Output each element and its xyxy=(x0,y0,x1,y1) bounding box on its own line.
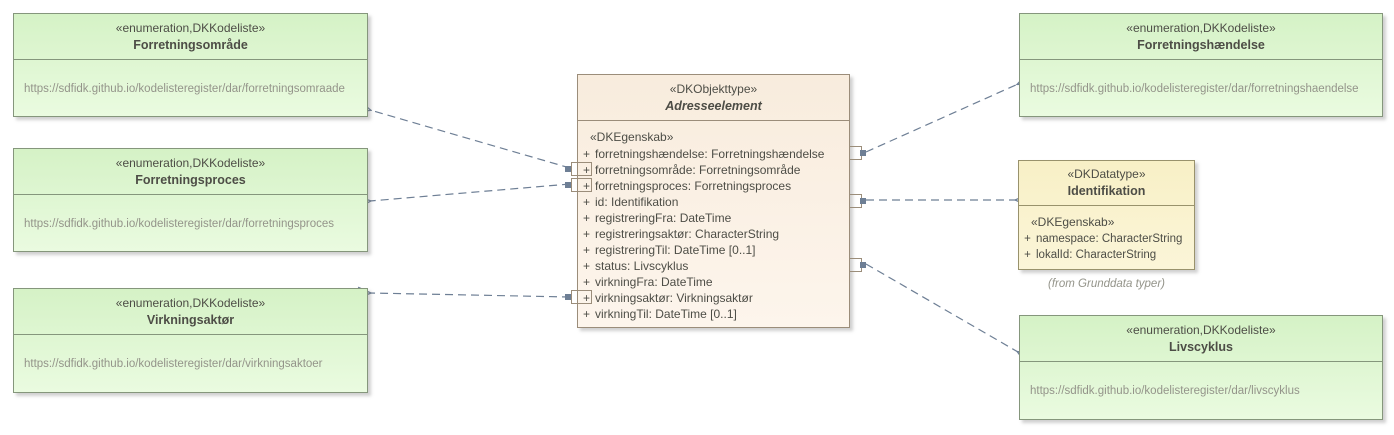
stereotype-label: «enumeration,DKKodeliste» xyxy=(115,155,266,170)
visibility-marker: + xyxy=(582,147,590,161)
attribute-row: + forretningsproces: Forretningsproces xyxy=(578,178,849,194)
class-header: «enumeration,DKKodeliste» Livscyklus xyxy=(1020,316,1382,362)
codelist-url: https://sdfidk.github.io/kodelisteregist… xyxy=(1030,384,1300,397)
class-box-adresseelement[interactable]: «DKObjekttype» Adresseelement «DKEgenska… xyxy=(577,74,850,328)
attribute-row: + registreringTil: DateTime [0..1] xyxy=(578,242,849,258)
attribute-text: forretningsområde: Forretningsområde xyxy=(595,163,801,177)
attribute-text: forretningsproces: Forretningsproces xyxy=(595,179,792,193)
visibility-marker: + xyxy=(1024,249,1031,261)
stereotype-label: «DKObjekttype» xyxy=(669,81,758,96)
dependency-forretningsproces[interactable] xyxy=(370,183,571,201)
class-box-identifikation[interactable]: «DKDatatype» Identifikation «DKEgenskab»… xyxy=(1018,160,1195,270)
dependency-virkningsaktoer[interactable] xyxy=(370,293,571,297)
attribute-text: forretningshændelse: Forretningshændelse xyxy=(595,147,825,161)
attribute-row: + registreringFra: DateTime xyxy=(578,210,849,226)
visibility-marker: + xyxy=(582,243,590,257)
attribute-link-adorn-virkningsaktoer xyxy=(565,290,593,304)
class-box-forretningsproces[interactable]: «enumeration,DKKodeliste» Forretningspro… xyxy=(13,148,368,252)
dependency-livscyklus[interactable] xyxy=(865,263,1018,352)
codelist-url: https://sdfidk.github.io/kodelisteregist… xyxy=(1030,82,1359,95)
class-box-forretningshaendelse[interactable]: «enumeration,DKKodeliste» Forretningshæn… xyxy=(1019,13,1383,117)
visibility-marker: + xyxy=(582,259,590,273)
attribute-link-adorn-livscyklus xyxy=(849,258,869,272)
stereotype-label: «enumeration,DKKodeliste» xyxy=(115,295,266,310)
stereotype-label: «DKDatatype» xyxy=(1067,167,1146,181)
attribute-text: registreringFra: DateTime xyxy=(595,211,732,225)
attribute-compartment: «DKEgenskab» + namespace: CharacterString… xyxy=(1019,206,1194,263)
attribute-row: + forretningsområde: Forretningsområde xyxy=(578,162,849,178)
attribute-row: + virkningFra: DateTime xyxy=(578,274,849,290)
attribute-text: virkningsaktør: Virkningsaktør xyxy=(595,291,753,305)
visibility-marker: + xyxy=(582,195,590,209)
attribute-text: namespace: CharacterString xyxy=(1036,233,1183,245)
visibility-marker: + xyxy=(582,179,590,193)
attribute-text: virkningFra: DateTime xyxy=(595,275,713,289)
attribute-compartment: «DKEgenskab» + forretningshændelse: Forre… xyxy=(578,121,849,322)
visibility-marker: + xyxy=(582,275,590,289)
dependency-forretningshaendelse[interactable] xyxy=(865,84,1018,153)
attribute-text: lokalId: CharacterString xyxy=(1036,249,1157,261)
codelist-url: https://sdfidk.github.io/kodelisteregist… xyxy=(24,357,323,370)
dependency-forretningsomraade[interactable] xyxy=(370,110,571,169)
class-box-virkningsaktoer[interactable]: «enumeration,DKKodeliste» Virkningsaktør… xyxy=(13,288,368,393)
class-header: «enumeration,DKKodeliste» Forretningspro… xyxy=(14,149,367,195)
package-source-note: (from Grunddata typer) xyxy=(1048,278,1165,290)
visibility-marker: + xyxy=(582,291,590,305)
visibility-marker: + xyxy=(582,227,590,241)
class-name: Forretningsproces xyxy=(135,172,246,187)
attribute-row: + lokalId: CharacterString xyxy=(1019,247,1194,263)
class-name: Adresseelement xyxy=(665,98,762,113)
class-header: «DKDatatype» Identifikation xyxy=(1019,161,1194,206)
visibility-marker: + xyxy=(582,163,590,177)
stereotype-label: «enumeration,DKKodeliste» xyxy=(115,20,266,35)
section-label: «DKEgenskab» xyxy=(1031,215,1115,229)
attribute-row: + namespace: CharacterString xyxy=(1019,231,1194,247)
class-name: Forretningsområde xyxy=(133,37,248,52)
attribute-row: + virkningsaktør: Virkningsaktør xyxy=(578,290,849,306)
stereotype-label: «enumeration,DKKodeliste» xyxy=(1126,322,1276,337)
visibility-marker: + xyxy=(1024,233,1031,245)
attribute-text: status: Livscyklus xyxy=(595,259,689,273)
attribute-text: virkningTil: DateTime [0..1] xyxy=(595,307,737,321)
attribute-row: + registreringsaktør: CharacterString xyxy=(578,226,849,242)
attribute-link-adorn-forretningsomraade xyxy=(565,162,593,176)
class-header: «enumeration,DKKodeliste» Forretningsomr… xyxy=(14,14,367,60)
visibility-marker: + xyxy=(582,211,590,225)
attribute-text: id: Identifikation xyxy=(595,195,679,209)
attribute-row: + forretningshændelse: Forretningshændels… xyxy=(578,146,849,162)
attribute-row: + virkningTil: DateTime [0..1] xyxy=(578,306,849,322)
class-name: Livscyklus xyxy=(1169,339,1233,354)
visibility-marker: + xyxy=(582,307,590,321)
class-header: «enumeration,DKKodeliste» Virkningsaktør xyxy=(14,289,367,335)
attribute-row: + id: Identifikation xyxy=(578,194,849,210)
attribute-link-adorn-identifikation xyxy=(849,194,869,208)
codelist-url: https://sdfidk.github.io/kodelisteregist… xyxy=(24,217,335,230)
class-name: Identifikation xyxy=(1067,184,1146,198)
class-name: Forretningshændelse xyxy=(1137,37,1265,52)
stereotype-label: «enumeration,DKKodeliste» xyxy=(1126,20,1276,35)
section-label: «DKEgenskab» xyxy=(590,130,674,144)
class-box-livscyklus[interactable]: «enumeration,DKKodeliste» Livscyklus htt… xyxy=(1019,315,1383,420)
attribute-link-adorn-forretningsproces xyxy=(565,178,593,192)
attribute-link-adorn-forretningshaendelse xyxy=(849,146,869,160)
attribute-text: registreringTil: DateTime [0..1] xyxy=(595,243,756,257)
codelist-url: https://sdfidk.github.io/kodelisteregist… xyxy=(24,82,345,95)
attribute-text: registreringsaktør: CharacterString xyxy=(595,227,780,241)
class-header: «enumeration,DKKodeliste» Forretningshæn… xyxy=(1020,14,1382,60)
class-name: Virkningsaktør xyxy=(146,312,235,327)
class-box-forretningsomraade[interactable]: «enumeration,DKKodeliste» Forretningsomr… xyxy=(13,13,368,117)
class-header: «DKObjekttype» Adresseelement xyxy=(578,75,849,121)
attribute-row: + status: Livscyklus xyxy=(578,258,849,274)
